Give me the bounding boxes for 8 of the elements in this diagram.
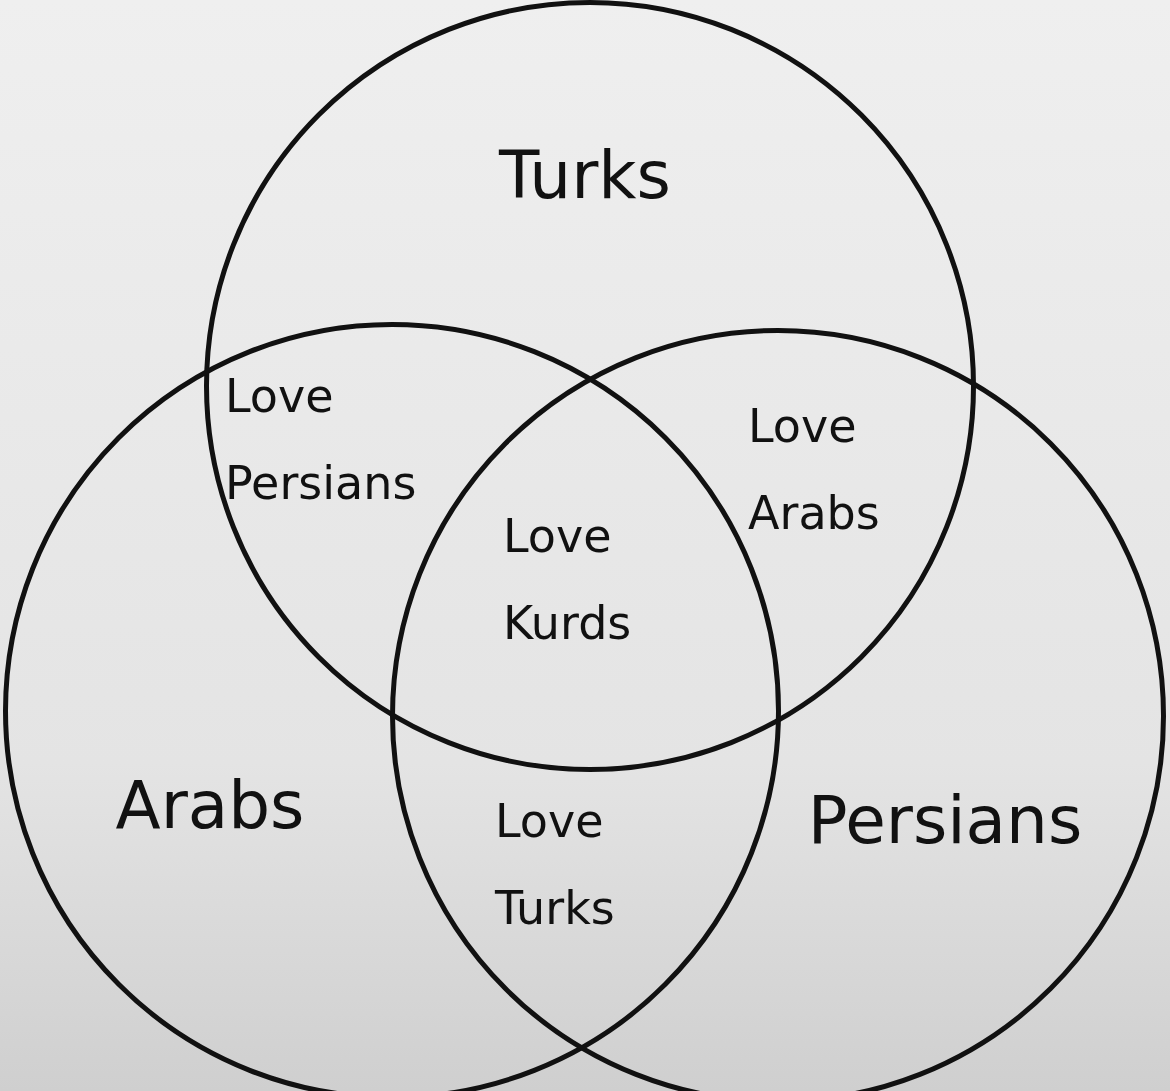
region-label: Love Turks: [495, 792, 616, 937]
venn-circle: [204, 0, 976, 772]
set-name: Persians: [807, 781, 1083, 859]
region-label: Love Persians: [225, 367, 418, 512]
region-label: Love Arabs: [748, 397, 881, 542]
region-label: Love Kurds: [503, 507, 633, 652]
set-name: Arabs: [115, 766, 305, 844]
set-name: Turks: [499, 136, 671, 214]
